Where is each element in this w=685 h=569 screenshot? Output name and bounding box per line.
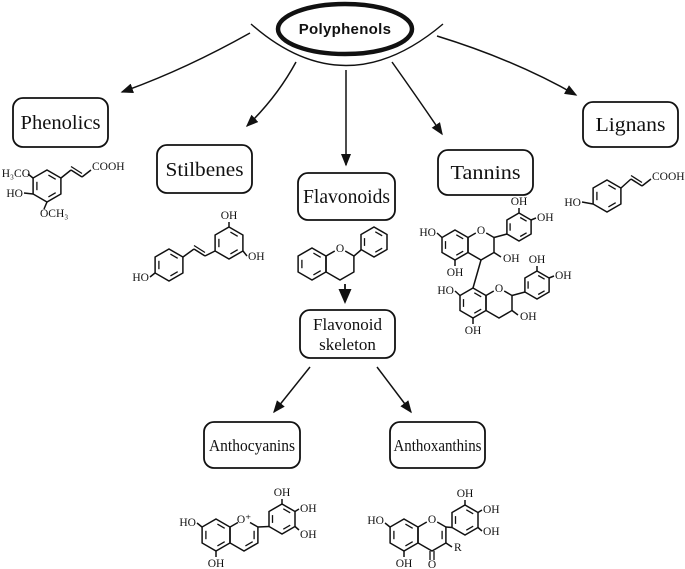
arrow-to-lignans [436,35,578,96]
subcategory-box-anthocyanins: Anthocyanins [203,421,301,469]
atom-label: HO [437,285,454,297]
category-box-flavonoids: Flavonoids [297,172,396,221]
skeleton-label-line1: Flavonoid [313,315,382,334]
benzene-ring [389,518,419,552]
pyranone-ring [417,518,447,552]
catechol-ring [268,503,296,535]
tannins-box-border [437,149,534,196]
tannins-label: Tannins [451,162,521,184]
atom-label: OH [447,267,464,279]
arrow-to-stilbenes [245,61,297,128]
phenolics-box-border [12,97,109,148]
coumaric-acid-structure: HO COOH [564,171,685,213]
anthocyanins-box-border [203,421,301,469]
anthoxanthins-box-border [389,421,486,469]
skeleton-label-line2: skeleton [319,335,376,354]
atom-label: OH [537,212,554,224]
atom-label: HO [132,272,149,284]
pyran-ring [325,247,355,281]
arrow-skeleton-to-anthoxanthins [376,366,412,414]
atom-label: OH [555,270,572,282]
lignans-label: Lignans [596,114,666,136]
atom-label: OH [274,487,291,499]
atom-label: R [454,542,462,554]
atom-label: HO [179,517,196,529]
anthocyanin-structure: HO O⁺ OH OH OH OH [179,487,316,569]
stilbenes-box-border [156,144,253,194]
resveratrol-structure: HO OH OH [132,210,264,284]
benzene-ring [441,229,469,261]
anthoxanthins-label: Anthoxanthins [394,436,482,455]
benzene-ring [32,169,62,203]
arrow-skeleton-to-anthocyanins [273,366,311,414]
catechol-ring [451,504,479,536]
category-box-lignans: Lignans [582,101,679,148]
phenolics-label: Phenolics [21,112,101,134]
atom-label: HO [419,227,436,239]
atom-label: OH [457,488,474,500]
atom-label: OH [300,503,317,515]
arrow-to-phenolics [120,32,251,94]
category-box-stilbenes: Stilbenes [156,144,253,194]
atom-label: OCH₃ [40,208,68,220]
atom-label: OH [483,504,500,516]
catechol-ring [524,270,550,300]
flavonoids-label: Flavonoids [303,186,390,208]
atom-label: COOH [92,161,125,173]
stilbenes-label: Stilbenes [166,159,244,181]
atom-label: OH [503,253,520,265]
benzene-ring [201,518,231,552]
pyran-ring [485,287,513,319]
benzene-ring [459,287,487,319]
anthoxanthin-structure: HO O OH O R OH OH OH [367,488,499,569]
atom-label: COOH [652,171,685,183]
root-ellipse [275,1,415,57]
atom-label: H₃CO [2,168,30,180]
benzene-ring [154,248,184,282]
tannin-dimer-structure: HO OH O OH OH OH HO OH O OH OH OH [419,196,571,337]
atom-label: OH [529,254,546,266]
fan-arc [250,23,444,67]
atom-label: OH [465,325,482,337]
flavan-structure: O [297,226,388,281]
atom-label: OH [396,558,413,569]
phenyl-ring [360,226,388,258]
atom-label: HO [564,197,581,209]
arrow-to-tannins [391,61,443,136]
benzene-ring [297,247,327,281]
category-box-phenolics: Phenolics [12,97,109,148]
root-node-polyphenols: Polyphenols [250,1,444,67]
subcategory-box-anthoxanthins: Anthoxanthins [389,421,486,469]
lignans-box-border [582,101,679,148]
atom-label: HO [367,515,384,527]
atom-label: OH [208,558,225,569]
catechol-ring [506,212,532,242]
root-label: Polyphenols [299,21,391,38]
atom-label: O [428,514,436,526]
atom-label: HO [6,188,23,200]
atom-label: OH [483,526,500,538]
benzene-ring [592,179,622,213]
atom-label: OH [520,311,537,323]
atom-label: O [428,559,436,569]
flavonoids-box-border [297,172,396,221]
sinapic-acid-structure: H₃CO HO OCH₃ COOH [2,161,125,220]
atom-label: O [477,225,485,237]
flavonoid-skeleton-box: Flavonoid skeleton [299,309,396,359]
atom-label: OH [300,529,317,541]
benzene-ring [214,226,244,260]
atom-label: O [336,243,344,255]
atom-label: O⁺ [237,514,251,526]
skeleton-box-border [299,309,396,359]
anthocyanins-label: Anthocyanins [209,436,295,455]
pyrylium-ring [229,518,259,552]
atom-label: OH [248,251,265,263]
atom-label: OH [511,196,528,208]
category-box-tannins: Tannins [437,149,534,196]
atom-label: OH [221,210,238,222]
atom-label: O [495,283,503,295]
